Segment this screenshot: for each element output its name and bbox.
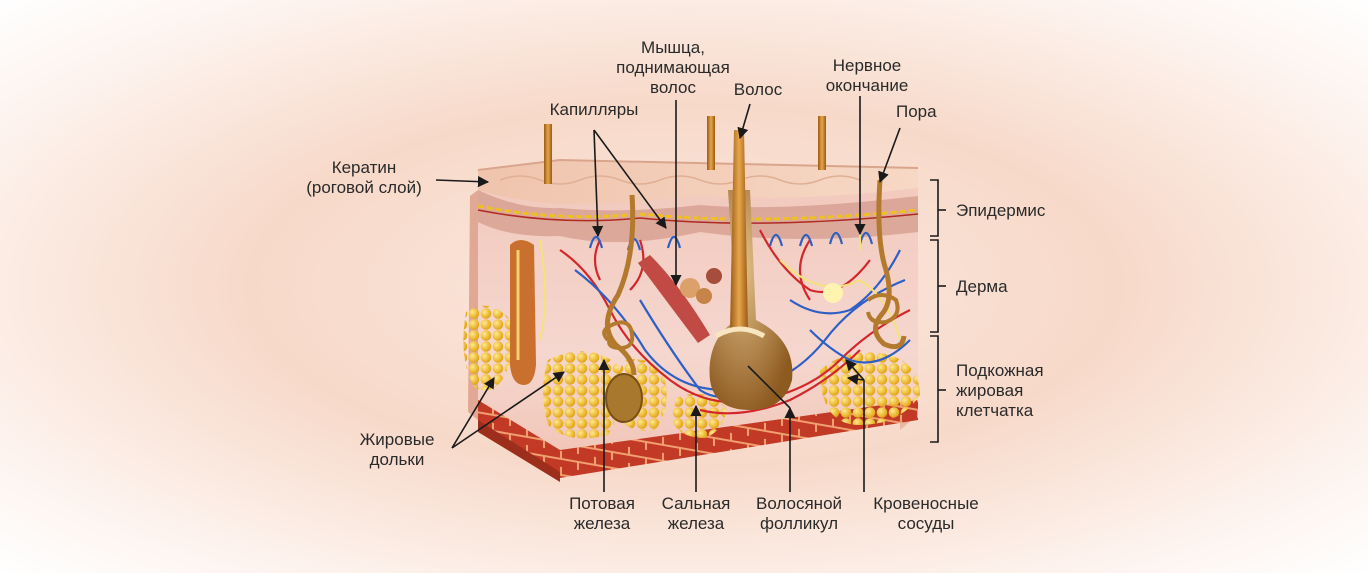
leader-lines (435, 96, 901, 492)
arrector-muscle (638, 255, 710, 343)
layer-brackets (930, 179, 946, 443)
label-epidermis: Эпидермис (956, 201, 1046, 220)
hair-follicle (709, 130, 793, 410)
label-capillaries: Капилляры (549, 100, 639, 119)
sebaceous-gland (680, 268, 722, 304)
surface-hairs (544, 116, 826, 184)
label-pore: Пора (896, 102, 937, 121)
label-keratin: Кератин(роговой слой) (306, 158, 422, 197)
pore-duct (866, 179, 907, 350)
left-follicle (510, 240, 536, 385)
sweat-gland (602, 194, 643, 423)
label-dermis: Дерма (956, 277, 1008, 296)
label-hair: Волос (733, 80, 783, 99)
